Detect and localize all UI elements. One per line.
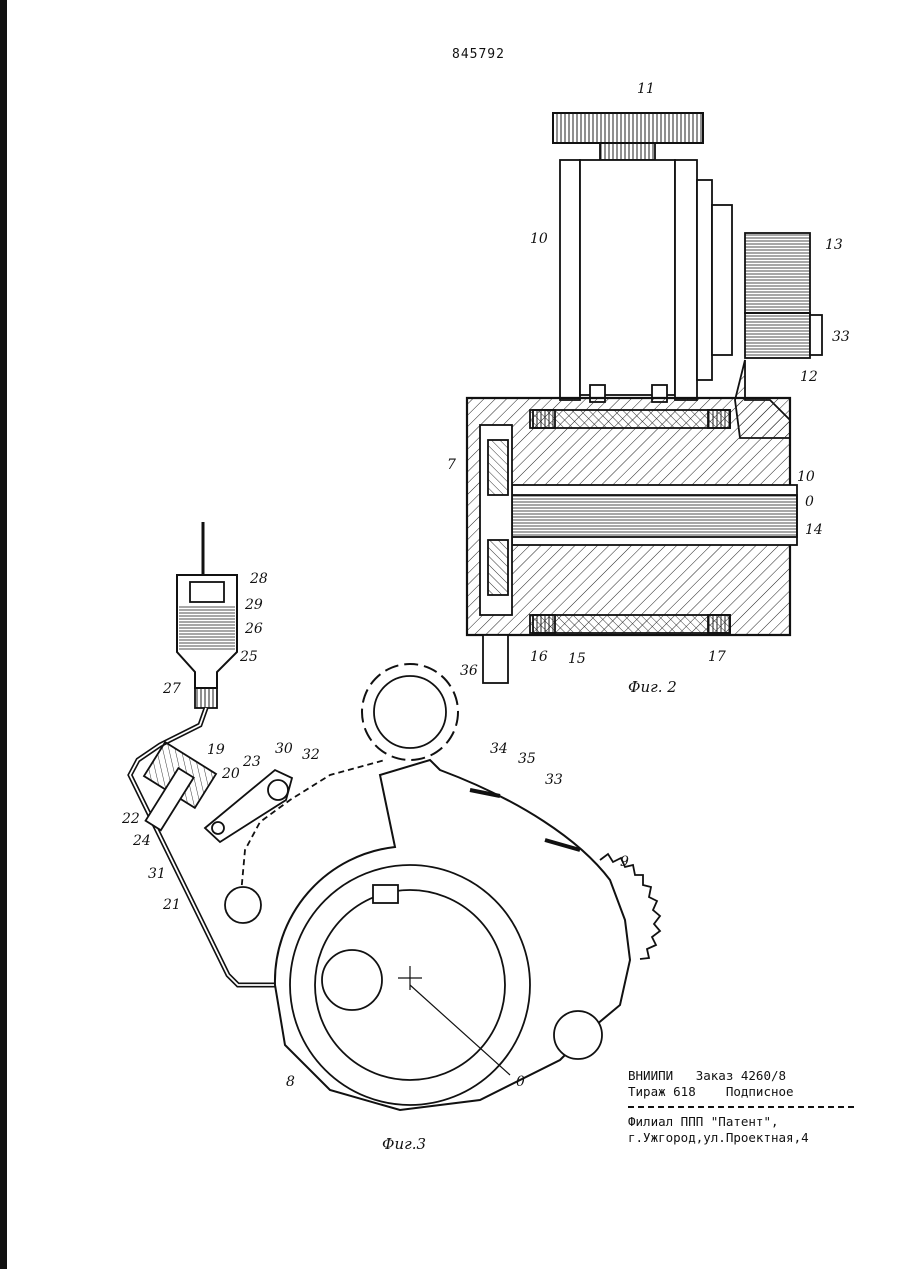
label-26: 26 <box>245 622 263 636</box>
label-0-fig3: 0 <box>516 1075 525 1089</box>
label-24: 24 <box>133 834 151 848</box>
label-10-right: 10 <box>797 470 815 484</box>
label-36: 36 <box>460 664 478 678</box>
label-11: 11 <box>637 82 655 96</box>
figure-2-caption: Фиг. 2 <box>628 678 677 696</box>
label-29: 29 <box>245 598 263 612</box>
label-20: 20 <box>222 767 240 781</box>
imprint-line-4: г.Ужгород,ул.Проектная,4 <box>628 1130 854 1146</box>
label-28: 28 <box>250 572 268 586</box>
label-19: 19 <box>207 743 225 757</box>
label-7: 7 <box>447 458 456 472</box>
label-34: 34 <box>490 742 508 756</box>
label-16: 16 <box>530 650 548 664</box>
label-33-fig3: 33 <box>545 773 563 787</box>
figure-2-drawing <box>467 113 822 683</box>
label-8: 8 <box>286 1075 295 1089</box>
label-32: 32 <box>302 748 320 762</box>
label-33-fig2: 33 <box>832 330 850 344</box>
label-13: 13 <box>825 238 843 252</box>
figure-3-caption: Фиг.3 <box>382 1135 426 1153</box>
label-21: 21 <box>163 898 181 912</box>
label-30: 30 <box>275 742 293 756</box>
label-14: 14 <box>805 523 823 537</box>
label-17: 17 <box>708 650 726 664</box>
label-0-fig2: 0 <box>805 495 814 509</box>
label-25: 25 <box>240 650 258 664</box>
label-35: 35 <box>518 752 536 766</box>
label-22: 22 <box>122 812 140 826</box>
imprint-line-1: ВНИИПИ Заказ 4260/8 <box>628 1068 854 1084</box>
imprint-line-2: Тираж 618 Подписное <box>628 1084 854 1100</box>
label-27: 27 <box>163 682 181 696</box>
imprint-line-3: Филиал ППП "Патент", <box>628 1114 854 1130</box>
label-15: 15 <box>568 652 586 666</box>
label-23: 23 <box>243 755 261 769</box>
imprint-block: ВНИИПИ Заказ 4260/8Тираж 618 ПодписноеФи… <box>628 1068 854 1146</box>
label-9: 9 <box>620 855 629 869</box>
label-12: 12 <box>800 370 818 384</box>
label-10-top: 10 <box>530 232 548 246</box>
imprint-divider <box>628 1106 854 1108</box>
label-31: 31 <box>148 867 166 881</box>
